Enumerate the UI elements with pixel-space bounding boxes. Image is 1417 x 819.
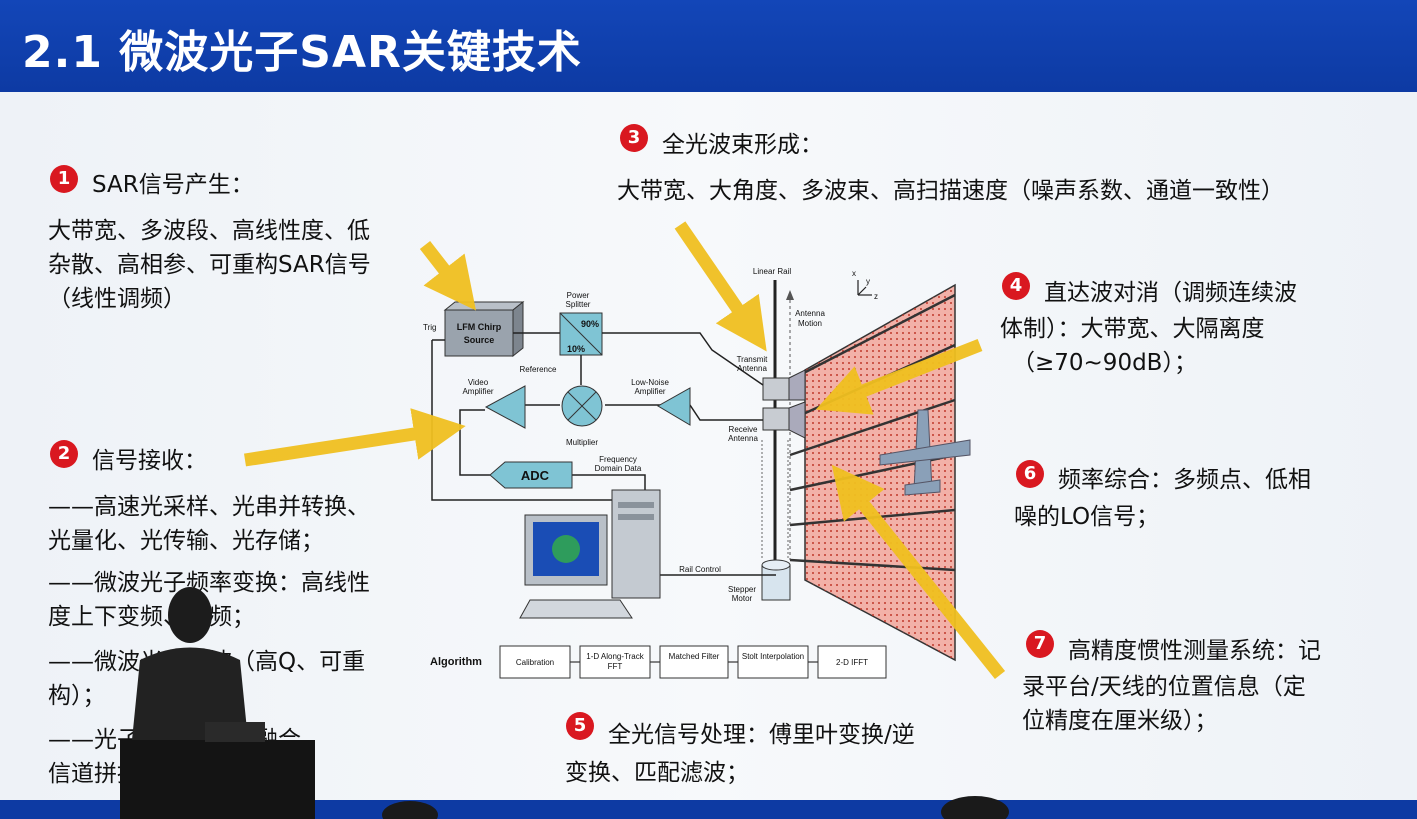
audience-head-1	[382, 801, 438, 819]
axis-y-label: y	[866, 277, 870, 286]
item-6-line-1: 噪的LO信号；	[1014, 504, 1160, 530]
item-5-heading: 全光信号处理：傅里叶变换/逆	[608, 722, 915, 748]
rail-control-label: Rail Control	[679, 565, 721, 574]
badge-3: 3	[620, 124, 648, 152]
power-splitter-label-2: Splitter	[566, 300, 591, 309]
podium	[120, 740, 315, 819]
freq-data-label-2: Domain Data	[595, 464, 642, 473]
item-7-line-2: 位精度在厘米级）；	[1022, 708, 1218, 734]
item-4-heading: 直达波对消（调频连续波	[1044, 280, 1297, 306]
antenna-motion-label-1: Antenna	[795, 309, 825, 318]
item-2-line-6: 构）；	[48, 683, 106, 709]
transmit-label-1: Transmit	[737, 355, 769, 364]
item-4-line-1: 体制）：大带宽、大隔离度	[1000, 316, 1265, 342]
step-stolt-interpolation: Stolt Interpolation	[741, 652, 805, 661]
item-6-heading: 频率综合：多频点、低相	[1058, 467, 1311, 493]
badge-7: 7	[1026, 630, 1054, 658]
lna-label-2: Amplifier	[634, 387, 665, 396]
freq-data-label-1: Frequency	[599, 455, 637, 464]
lfm-label-2: Source	[464, 335, 495, 345]
axis-z-label: z	[874, 292, 878, 301]
item-7-heading: 高精度惯性测量系统：记	[1068, 638, 1321, 664]
video-amp-label-1: Video	[468, 378, 489, 387]
algorithm-label: Algorithm	[430, 656, 482, 668]
item-1-line-3: （线性调频）	[48, 286, 186, 312]
item-7-line-1: 录平台/天线的位置信息（定	[1022, 674, 1306, 700]
stepper-label-2: Motor	[732, 594, 753, 603]
ps-top: 90%	[581, 319, 599, 329]
item-3-line-1: 大带宽、大角度、多波束、高扫描速度（噪声系数、通道一致性）	[617, 178, 1284, 204]
axis-x-label: x	[852, 269, 856, 278]
axes-icon	[857, 280, 872, 296]
badge-4: 4	[1002, 272, 1030, 300]
bottom-bar	[0, 800, 1417, 819]
slide-title: 2.1 微波光子SAR关键技术	[22, 27, 582, 78]
transmit-label-2: Antenna	[737, 364, 767, 373]
badge-5: 5	[566, 712, 594, 740]
linear-rail-label: Linear Rail	[753, 267, 791, 276]
receive-label-2: Antenna	[728, 434, 758, 443]
item-2-line-3: ——微波光子频率变换：高线性	[48, 570, 370, 596]
badge-1: 1	[50, 165, 78, 193]
item-5-line-1: 变换、匹配滤波；	[565, 760, 749, 786]
badge-2: 2	[50, 440, 78, 468]
reference-label: Reference	[520, 365, 557, 374]
stepper-label-1: Stepper	[728, 585, 756, 594]
wires	[431, 332, 776, 576]
lfm-chirp-source	[444, 309, 514, 357]
video-amplifier	[484, 385, 526, 429]
video-amp-label-2: Amplifier	[462, 387, 493, 396]
ps-bottom: 10%	[567, 344, 585, 354]
badge-6: 6	[1016, 460, 1044, 488]
step-calibration: Calibration	[516, 658, 554, 667]
receive-label-1: Receive	[729, 425, 758, 434]
trig-label: Trig	[423, 323, 436, 332]
stepper-motor	[761, 564, 791, 601]
step-along-track-fft: 1-D Along-Track FFT	[586, 652, 644, 671]
adc-label: ADC	[521, 468, 550, 483]
keyboard	[519, 599, 633, 619]
item-2-line-4: 度上下变频、混频；	[48, 604, 255, 630]
item-2-heading: 信号接收：	[92, 448, 207, 474]
title-bar: 2.1 微波光子SAR关键技术	[0, 0, 1417, 92]
low-noise-amplifier	[657, 387, 691, 426]
item-2-line-1: ——高速光采样、光串并转换、	[48, 494, 370, 520]
item-1-line-1: 大带宽、多波段、高线性度、低	[48, 218, 370, 244]
item-3-heading: 全光波束形成：	[662, 132, 823, 158]
step-matched-filter: Matched Filter	[668, 652, 720, 661]
adc	[489, 461, 573, 489]
audience-head-2	[941, 796, 1009, 819]
item-4-line-2: （≥70~90dB）；	[1012, 350, 1197, 376]
item-2-line-2: 光量化、光传输、光存储；	[48, 528, 324, 554]
antenna-motion-label-2: Motion	[798, 319, 822, 328]
laptop	[205, 722, 265, 742]
item-1-heading: SAR信号产生：	[92, 172, 254, 198]
item-1-line-2: 杂散、高相参、可重构SAR信号	[48, 252, 371, 278]
lna-label-1: Low-Noise	[631, 378, 669, 387]
lfm-label-1: LFM Chirp	[457, 322, 502, 332]
speaker-head	[168, 587, 212, 643]
power-splitter-label-1: Power	[567, 291, 590, 300]
multiplier-label: Multiplier	[566, 438, 598, 447]
